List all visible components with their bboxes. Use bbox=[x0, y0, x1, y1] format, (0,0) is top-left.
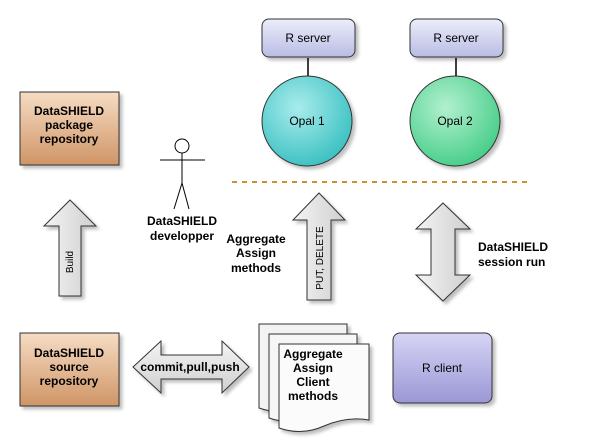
opal-2-label: Opal 2 bbox=[437, 114, 473, 128]
source-repository-node: DataSHIELD source repository bbox=[19, 332, 120, 407]
commit-pull-push-arrow: commit,pull,push bbox=[132, 339, 250, 395]
r-client-node: R client bbox=[392, 332, 493, 404]
package-repository-line-1: DataSHIELD bbox=[34, 104, 104, 118]
source-repository-line-3: repository bbox=[40, 374, 99, 388]
developer-actor-icon bbox=[160, 138, 205, 210]
source-repository-line-1: DataSHIELD bbox=[34, 346, 104, 360]
client-methods-line-4: methods bbox=[288, 389, 338, 403]
opal-1-node: Opal 1 bbox=[261, 75, 353, 167]
server-methods-line-2: Assign bbox=[236, 246, 276, 260]
build-arrow-label: Build bbox=[65, 251, 76, 273]
r-server-2-label: R server bbox=[433, 31, 478, 45]
session-run-arrow bbox=[414, 202, 472, 302]
source-repository-line-2: source bbox=[49, 360, 89, 374]
r-server-1-label: R server bbox=[285, 31, 330, 45]
package-repository-line-2: package bbox=[45, 118, 93, 132]
session-run-line-1: DataSHIELD bbox=[478, 240, 548, 254]
package-repository-node: DataSHIELD package repository bbox=[19, 91, 120, 166]
opal-2-node: Opal 2 bbox=[409, 75, 501, 167]
r-server-2-node: R server bbox=[409, 18, 504, 58]
build-arrow: Build bbox=[42, 199, 98, 297]
r-client-label: R client bbox=[422, 361, 463, 375]
r-server-1-node: R server bbox=[261, 18, 356, 58]
client-methods-line-2: Assign bbox=[293, 361, 333, 375]
server-methods-line-1: Aggregate bbox=[226, 232, 286, 246]
opal-1-label: Opal 1 bbox=[289, 114, 325, 128]
client-methods-line-1: Aggregate bbox=[283, 347, 343, 361]
commit-pull-push-label: commit,pull,push bbox=[140, 360, 239, 374]
put-delete-label: PUT, DELETE bbox=[315, 226, 326, 290]
package-repository-line-3: repository bbox=[40, 132, 99, 146]
developer-label-line-1: DataSHIELD bbox=[147, 214, 217, 228]
put-delete-arrow: PUT, DELETE bbox=[291, 192, 347, 301]
client-methods-documents bbox=[258, 323, 370, 432]
session-run-line-2: session run bbox=[478, 255, 545, 269]
developer-label-line-2: developper bbox=[150, 229, 214, 243]
server-methods-line-3: methods bbox=[231, 261, 281, 275]
client-methods-line-3: Client bbox=[296, 375, 329, 389]
